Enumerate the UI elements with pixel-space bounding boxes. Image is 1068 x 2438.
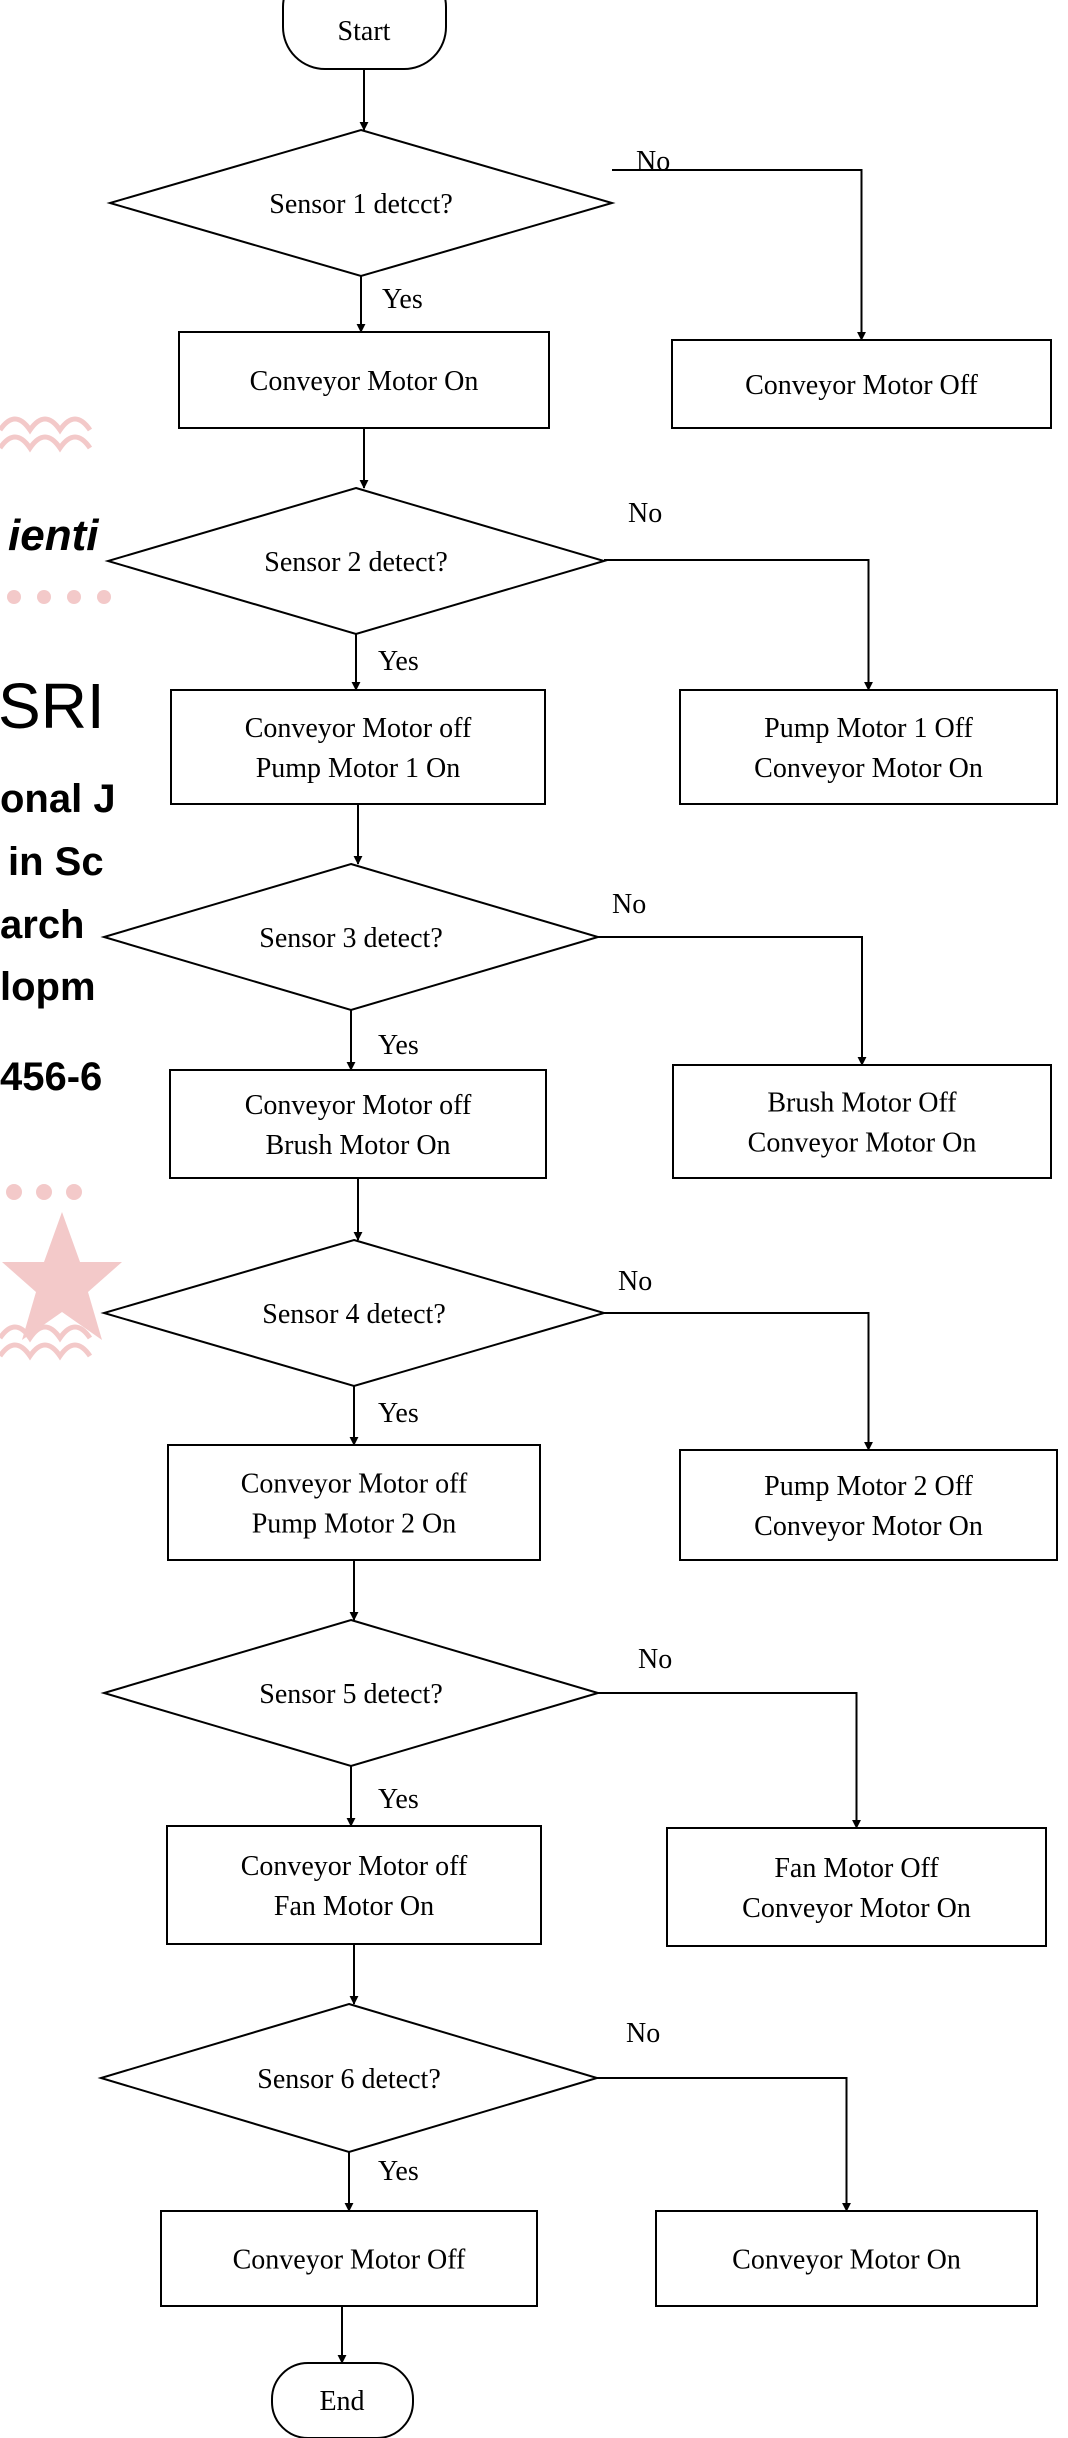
yes-action-2-line-2: Pump Motor 1 On xyxy=(256,753,461,784)
watermark-line-7: 456-6 xyxy=(0,1055,102,1099)
yes-label-4: Yes xyxy=(378,1398,419,1429)
yes-label-3: Yes xyxy=(378,1030,419,1061)
yes-action-4-line-1: Conveyor Motor off xyxy=(241,1469,468,1500)
no-label-5: No xyxy=(638,1644,672,1675)
watermark-line-5: arch xyxy=(0,903,85,947)
decision-label-1: Sensor 1 detcct? xyxy=(269,189,453,220)
yes-action-box-4 xyxy=(167,1444,541,1561)
yes-action-1-line-1: Conveyor Motor On xyxy=(250,366,479,397)
start-label: Start xyxy=(338,16,391,47)
yes-action-5-line-1: Conveyor Motor off xyxy=(241,1851,468,1882)
no-label-3: No xyxy=(612,889,646,920)
no-action-box-5 xyxy=(666,1827,1047,1947)
end-label: End xyxy=(319,2386,364,2417)
watermark-rope-top xyxy=(0,416,93,453)
watermark: ienti SRI onal J in Sc arch lopm 456-6 xyxy=(0,416,122,1361)
watermark-line-6: lopm xyxy=(0,965,96,1009)
yes-action-box-6 xyxy=(160,2210,538,2307)
decision-label-5: Sensor 5 detect? xyxy=(259,1679,443,1710)
no-action-4-line-1: Pump Motor 2 Off xyxy=(764,1471,973,1502)
no-connector-3 xyxy=(598,936,867,1066)
no-label-2: No xyxy=(628,498,662,529)
no-connector-4 xyxy=(604,1312,873,1451)
yes-action-box-3 xyxy=(169,1069,547,1179)
no-action-box-6 xyxy=(655,2210,1038,2307)
watermark-dots-bottom xyxy=(6,1184,82,1200)
yes-label-6: Yes xyxy=(378,2156,419,2187)
watermark-line-4: in Sc xyxy=(8,840,104,884)
no-action-box-3 xyxy=(672,1064,1052,1179)
decision-label-3: Sensor 3 detect? xyxy=(259,923,443,954)
watermark-line-2: SRI xyxy=(0,670,105,742)
watermark-line-3: onal J xyxy=(0,777,116,821)
decision-label-4: Sensor 4 detect? xyxy=(262,1299,446,1330)
no-action-4-line-2: Conveyor Motor On xyxy=(754,1511,983,1542)
watermark-rope-bottom xyxy=(0,1324,93,1361)
yes-action-box-5 xyxy=(166,1825,542,1945)
no-label-6: No xyxy=(626,2018,660,2049)
no-action-2-line-2: Conveyor Motor On xyxy=(754,753,983,784)
no-action-1-line-1: Conveyor Motor Off xyxy=(745,370,978,401)
no-connector-6 xyxy=(597,2077,851,2212)
yes-action-5-line-2: Fan Motor On xyxy=(274,1891,434,1922)
no-action-box-2 xyxy=(679,689,1058,805)
no-connector-1 xyxy=(612,169,866,341)
watermark-dots-top xyxy=(7,590,111,604)
no-connector-2 xyxy=(604,559,873,691)
yes-action-6-line-1: Conveyor Motor Off xyxy=(233,2245,466,2276)
yes-label-2: Yes xyxy=(378,646,419,677)
yes-action-4-line-2: Pump Motor 2 On xyxy=(252,1509,457,1540)
no-connector-5 xyxy=(598,1692,861,1829)
no-label-1: No xyxy=(636,146,670,177)
yes-label-5: Yes xyxy=(378,1784,419,1815)
decision-label-6: Sensor 6 detect? xyxy=(257,2064,441,2095)
watermark-star-icon xyxy=(2,1212,122,1340)
no-action-5-line-1: Fan Motor Off xyxy=(774,1853,939,1884)
decision-label-2: Sensor 2 detect? xyxy=(264,547,448,578)
yes-action-3-line-1: Conveyor Motor off xyxy=(245,1090,472,1121)
no-action-box-4 xyxy=(679,1449,1058,1561)
no-action-6-line-1: Conveyor Motor On xyxy=(732,2245,961,2276)
no-action-box-1 xyxy=(671,339,1052,429)
no-label-4: No xyxy=(618,1266,652,1297)
yes-action-box-1 xyxy=(178,331,550,429)
yes-action-box-2 xyxy=(170,689,546,805)
yes-action-3-line-2: Brush Motor On xyxy=(265,1130,450,1161)
no-action-3-line-1: Brush Motor Off xyxy=(767,1088,957,1119)
no-action-3-line-2: Conveyor Motor On xyxy=(748,1128,977,1159)
yes-label-1: Yes xyxy=(382,284,423,315)
no-action-5-line-2: Conveyor Motor On xyxy=(742,1893,971,1924)
no-action-2-line-1: Pump Motor 1 Off xyxy=(764,713,973,744)
watermark-line-1: ienti xyxy=(8,511,99,560)
yes-action-2-line-1: Conveyor Motor off xyxy=(245,713,472,744)
